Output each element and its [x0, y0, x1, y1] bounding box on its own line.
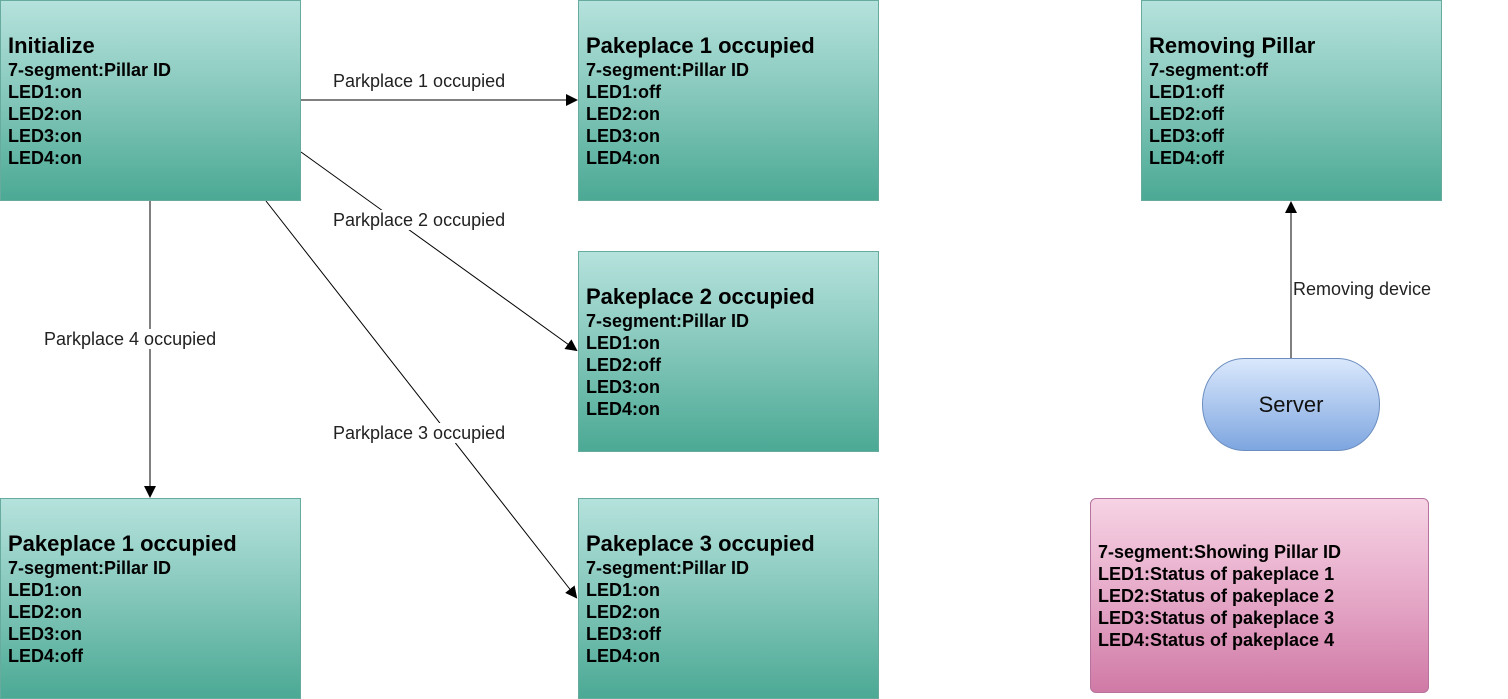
- edge-label-parkplace-3: Parkplace 3 occupied: [333, 423, 506, 443]
- state-line: LED3:on: [8, 125, 82, 146]
- state-line: LED4:on: [586, 147, 660, 168]
- edge-init-to-p2: [300, 151, 578, 352]
- legend-line: LED4:Status of pakeplace 4: [1098, 629, 1335, 650]
- state-line: LED3:on: [8, 623, 82, 644]
- legend-line: LED1:Status of pakeplace 1: [1098, 563, 1335, 584]
- state-line: LED1:on: [586, 332, 660, 353]
- state-line: LED4:on: [586, 645, 660, 666]
- state-title: Pakeplace 1 occupied: [586, 32, 815, 58]
- state-line: LED1:on: [8, 579, 82, 600]
- state-title: Pakeplace 3 occupied: [586, 530, 815, 556]
- state-line: 7-segment:Pillar ID: [8, 59, 172, 80]
- server-node[interactable]: Server: [1202, 358, 1380, 451]
- edge-label-parkplace-1: Parkplace 1 occupied: [333, 71, 506, 91]
- state-parkplace-3-occupied[interactable]: Pakeplace 3 occupied 7-segment:Pillar ID…: [578, 498, 879, 699]
- state-line: 7-segment:Pillar ID: [586, 310, 750, 331]
- legend-line: 7-segment:Showing Pillar ID: [1098, 541, 1342, 562]
- legend-line: LED2:Status of pakeplace 2: [1098, 585, 1335, 606]
- legend-box: 7-segment:Showing Pillar ID LED1:Status …: [1090, 498, 1429, 693]
- state-line: LED1:off: [586, 81, 661, 102]
- state-parkplace-4-occupied[interactable]: Pakeplace 1 occupied 7-segment:Pillar ID…: [0, 498, 301, 699]
- server-label: Server: [1258, 391, 1324, 417]
- state-line: LED4:off: [1149, 147, 1224, 168]
- state-parkplace-2-occupied[interactable]: Pakeplace 2 occupied 7-segment:Pillar ID…: [578, 251, 879, 452]
- edge-label-parkplace-2: Parkplace 2 occupied: [333, 210, 506, 230]
- state-line: LED1:on: [8, 81, 82, 102]
- state-initialize[interactable]: Initialize 7-segment:Pillar ID LED1:on L…: [0, 0, 301, 201]
- state-line: LED2:off: [586, 354, 661, 375]
- state-line: LED1:off: [1149, 81, 1224, 102]
- state-line: LED2:off: [1149, 103, 1224, 124]
- state-line: LED2:on: [586, 601, 660, 622]
- state-title: Initialize: [8, 32, 95, 58]
- edge-label-parkplace-4: Parkplace 4 occupied: [44, 329, 217, 349]
- state-line: LED2:on: [586, 103, 660, 124]
- state-line: LED2:on: [8, 103, 82, 124]
- edge-init-to-p3: [265, 200, 578, 599]
- state-line: LED1:on: [586, 579, 660, 600]
- state-line: 7-segment:Pillar ID: [586, 557, 750, 578]
- state-removing-pillar[interactable]: Removing Pillar 7-segment:off LED1:off L…: [1141, 0, 1442, 201]
- state-line: 7-segment:Pillar ID: [586, 59, 750, 80]
- state-line: LED3:off: [1149, 125, 1224, 146]
- legend-line: LED3:Status of pakeplace 3: [1098, 607, 1335, 628]
- edge-label-removing-device: Removing device: [1293, 279, 1432, 299]
- state-line: LED3:off: [586, 623, 661, 644]
- state-line: LED3:on: [586, 125, 660, 146]
- state-line: 7-segment:Pillar ID: [8, 557, 172, 578]
- state-title: Pakeplace 1 occupied: [8, 530, 237, 556]
- state-line: LED4:on: [586, 398, 660, 419]
- state-line: LED2:on: [8, 601, 82, 622]
- state-title: Removing Pillar: [1149, 32, 1316, 58]
- state-parkplace-1-occupied[interactable]: Pakeplace 1 occupied 7-segment:Pillar ID…: [578, 0, 879, 201]
- state-title: Pakeplace 2 occupied: [586, 283, 815, 309]
- state-line: LED4:off: [8, 645, 83, 666]
- state-line: 7-segment:off: [1149, 59, 1269, 80]
- state-line: LED3:on: [586, 376, 660, 397]
- state-line: LED4:on: [8, 147, 82, 168]
